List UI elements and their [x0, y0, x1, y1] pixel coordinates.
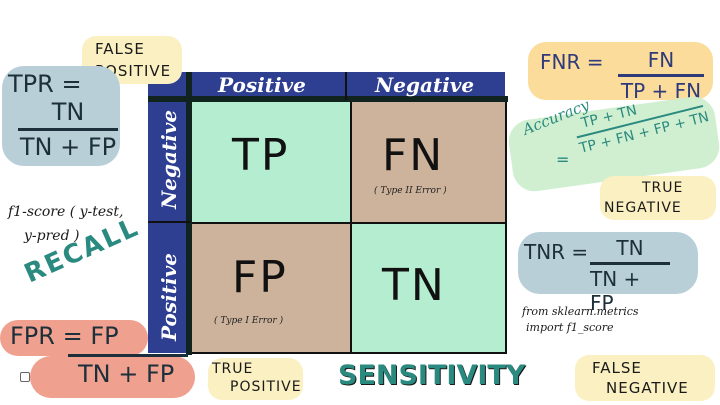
tpr-formula: TPR = TN TN + FP [8, 70, 118, 161]
import-statement: from sklearn.metrics import f1_score [522, 304, 639, 336]
tpr-numerator: TN [51, 98, 85, 126]
tnr-lhs: TNR = [524, 240, 589, 264]
row-header-positive: Positive [157, 253, 181, 341]
header-divider-vertical [186, 72, 192, 355]
false-negative-line2: NEGATIVE [606, 379, 689, 397]
import-line2: import f1_score [526, 321, 614, 334]
fpr-lhs: FPR = FP [10, 322, 119, 350]
fpr-denominator: TN + FP [78, 360, 175, 388]
true-negative-line1: TRUE [642, 180, 684, 196]
true-negative-note: TRUE NEGATIVE [604, 178, 683, 218]
header-divider-horizontal [148, 96, 508, 102]
tpr-denominator: TN + FP [19, 133, 117, 161]
tnr-fraction-bar [590, 262, 670, 265]
cell-tp: TP [190, 100, 352, 224]
false-negative-line1: FALSE [592, 359, 642, 377]
true-positive-highlight [208, 358, 303, 400]
accuracy-equals: = [556, 150, 570, 169]
f1-call-line2: y-pred ) [24, 228, 80, 244]
true-positive-note: TRUE POSITIVE [212, 360, 302, 396]
fnr-highlight [528, 42, 713, 100]
fnr-numerator: FN [647, 48, 675, 72]
tnr-fraction: TN TN + FP [590, 236, 670, 315]
fnr-lhs: FNR = [540, 50, 604, 74]
true-negative-line2: NEGATIVE [604, 200, 682, 216]
tnr-numerator: TN [616, 236, 644, 260]
tpr-fraction-bar [18, 128, 118, 131]
column-header-band [148, 72, 505, 99]
cell-fp-sub: ( Type I Error ) [214, 316, 284, 326]
col-header-divider [345, 72, 347, 100]
fpr-fraction-bar [68, 354, 188, 357]
row-header-divider [148, 221, 190, 223]
true-positive-line2: POSITIVE [230, 379, 302, 395]
cell-fn: FN ( Type II Error ) [350, 100, 507, 224]
true-negative-highlight [600, 176, 716, 220]
cell-fn-label: FN [382, 130, 445, 181]
tnr-denominator: TN + FP [590, 267, 641, 315]
false-negative-highlight [575, 355, 715, 401]
col-header-positive: Positive [218, 73, 306, 97]
small-square-mark [20, 372, 30, 382]
false-negative-note: FALSE NEGATIVE [592, 358, 689, 398]
row-header-negative: Negative [157, 109, 181, 209]
false-positive-line1: FALSE [95, 40, 145, 58]
cell-fp: FP ( Type I Error ) [190, 222, 352, 354]
fpr-highlight-top [0, 320, 148, 356]
tpr-lhs: TPR = [8, 70, 82, 98]
row-header-band [148, 72, 190, 353]
f1-score-call: f1-score ( y-test, y-pred ) [8, 200, 123, 248]
sensitivity-label: SENSITIVITY [338, 360, 526, 391]
cell-fn-sub: ( Type II Error ) [374, 186, 447, 196]
cell-tp-label: TP [232, 130, 290, 181]
cell-fp-label: FP [232, 252, 288, 303]
cell-tn: TN [350, 222, 507, 354]
tpr-highlight [2, 66, 120, 166]
true-positive-line1: TRUE [212, 361, 254, 377]
import-line1: from sklearn.metrics [522, 305, 639, 318]
cell-tn-label: TN [382, 260, 446, 311]
col-header-negative: Negative [375, 73, 475, 97]
f1-call-line1: f1-score ( y-test, [8, 204, 124, 220]
fpr-highlight-bottom [30, 356, 195, 398]
fnr-fraction-bar [618, 74, 704, 77]
